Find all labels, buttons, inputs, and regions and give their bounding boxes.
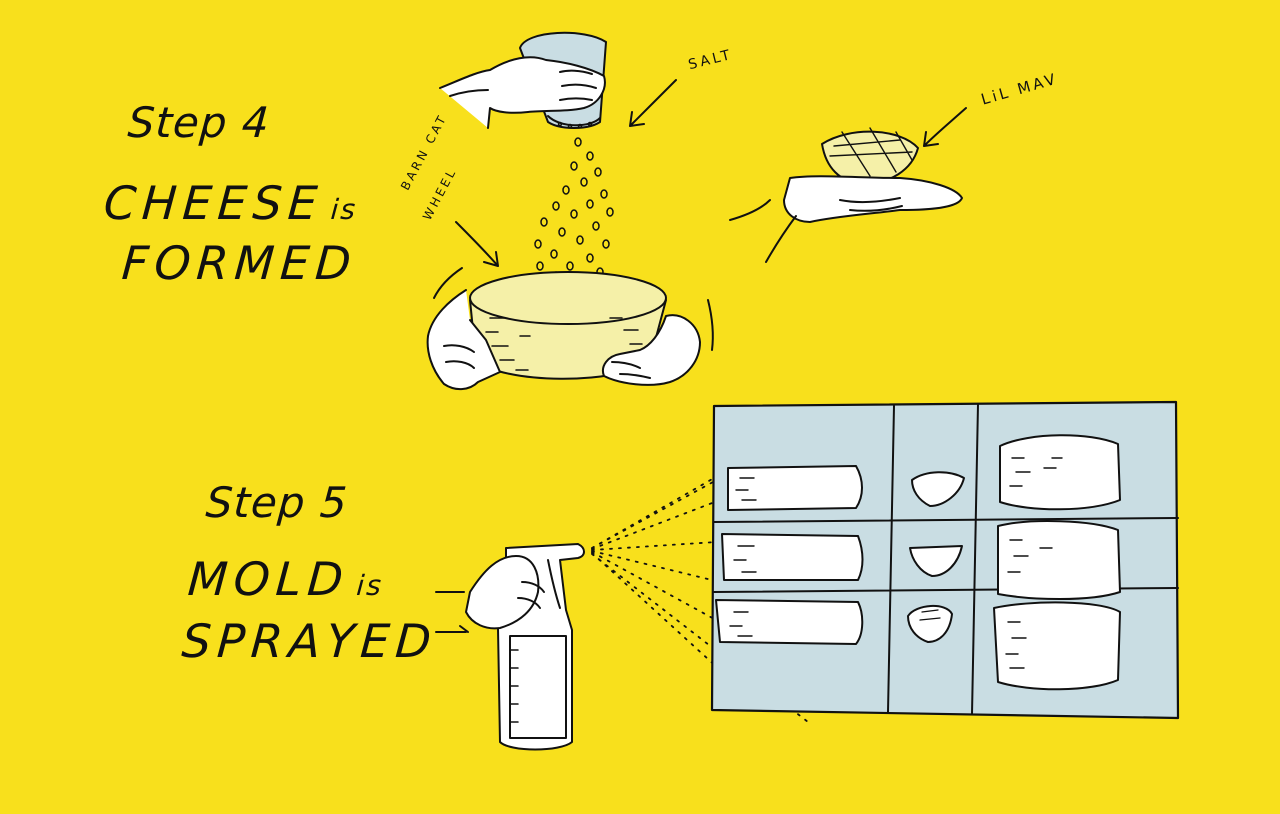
barncat-arrow (455, 221, 499, 267)
spray-bottle (435, 543, 585, 751)
lil-mav-hand (729, 127, 963, 263)
aging-shelves (710, 400, 1180, 720)
salt-shaker-hand (439, 31, 607, 129)
salt-grains (534, 137, 614, 281)
barncat-wheel (426, 267, 714, 390)
salt-arrow (629, 79, 677, 127)
lil-mav-arrow (923, 107, 967, 147)
